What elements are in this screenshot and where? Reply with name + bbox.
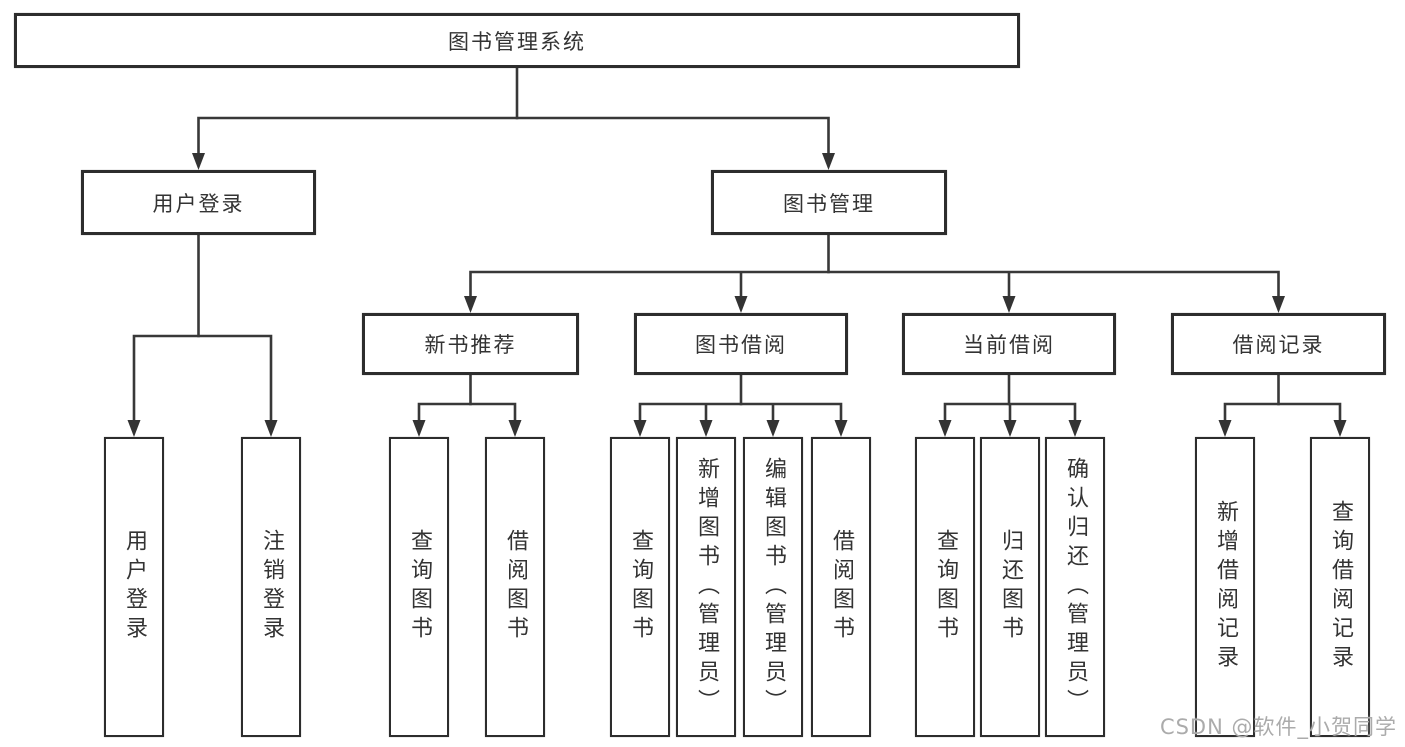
arrowhead <box>464 296 477 313</box>
leaf-label: 查询借阅记录 <box>1328 500 1353 674</box>
connector-mgmt-bracket <box>469 270 1280 300</box>
connector-root-bracket <box>197 116 830 156</box>
leaf-label: 借阅图书 <box>829 529 854 645</box>
arrowhead <box>938 420 952 437</box>
arrowhead <box>1218 420 1232 437</box>
node-root-system: 图书管理系统 <box>14 13 1020 68</box>
leaf-label: 查询图书 <box>628 529 653 645</box>
node-borrow-records: 借阅记录 <box>1171 313 1386 375</box>
arrowhead <box>127 420 141 437</box>
arrowhead <box>834 420 848 437</box>
node-user-login: 用户登录 <box>81 170 316 235</box>
arrowhead <box>699 420 713 437</box>
leaf-current-return-books: 归还图书 <box>980 437 1040 737</box>
arrowhead <box>192 153 205 170</box>
leaf-borrow-borrow-books: 借阅图书 <box>811 437 871 737</box>
csdn-watermark: CSDN @软件_小贺同学 <box>1159 715 1397 739</box>
leaf-label: 确认归还（管理员） <box>1063 456 1088 718</box>
arrowhead <box>264 420 278 437</box>
connector-recommend-bracket <box>417 402 517 424</box>
arrowhead <box>508 420 522 437</box>
arrowhead <box>734 296 748 313</box>
connector-borrow-bracket <box>638 402 843 424</box>
leaf-label: 编辑图书（管理员） <box>761 456 786 718</box>
leaf-label: 归还图书 <box>998 529 1023 645</box>
leaf-label: 新增借阅记录 <box>1213 500 1238 674</box>
leaf-logout: 注销登录 <box>241 437 301 737</box>
leaf-recommend-borrow-books: 借阅图书 <box>485 437 545 737</box>
node-book-borrow: 图书借阅 <box>634 313 848 375</box>
leaf-label: 用户登录 <box>122 529 147 645</box>
connector-records-bracket <box>1223 402 1342 424</box>
leaf-borrow-edit-books-admin: 编辑图书（管理员） <box>743 437 803 737</box>
leaf-label: 注销登录 <box>259 529 284 645</box>
leaf-borrow-add-books-admin: 新增图书（管理员） <box>676 437 736 737</box>
leaf-label: 借阅图书 <box>503 529 528 645</box>
leaf-records-query-record: 查询借阅记录 <box>1310 437 1370 737</box>
arrowhead <box>1068 420 1082 437</box>
arrowhead <box>1003 420 1017 437</box>
leaf-current-confirm-return-admin: 确认归还（管理员） <box>1045 437 1105 737</box>
leaf-records-add-record: 新增借阅记录 <box>1195 437 1255 737</box>
leaf-label: 新增图书（管理员） <box>694 456 719 718</box>
leaf-borrow-query-books: 查询图书 <box>610 437 670 737</box>
node-new-book-recommend: 新书推荐 <box>362 313 579 375</box>
leaf-user-login: 用户登录 <box>104 437 164 737</box>
leaf-recommend-query-books: 查询图书 <box>389 437 449 737</box>
arrowhead <box>766 420 780 437</box>
arrowhead <box>412 420 426 437</box>
arrowhead <box>633 420 647 437</box>
node-book-management: 图书管理 <box>711 170 947 235</box>
leaf-label: 查询图书 <box>933 529 958 645</box>
leaf-label: 查询图书 <box>407 529 432 645</box>
connector-user-bracket <box>132 334 273 424</box>
node-current-borrow: 当前借阅 <box>902 313 1116 375</box>
arrowhead <box>1002 296 1016 313</box>
arrowhead <box>822 153 835 170</box>
arrowhead <box>1272 296 1285 313</box>
arrowhead <box>1333 420 1347 437</box>
leaf-current-query-books: 查询图书 <box>915 437 975 737</box>
